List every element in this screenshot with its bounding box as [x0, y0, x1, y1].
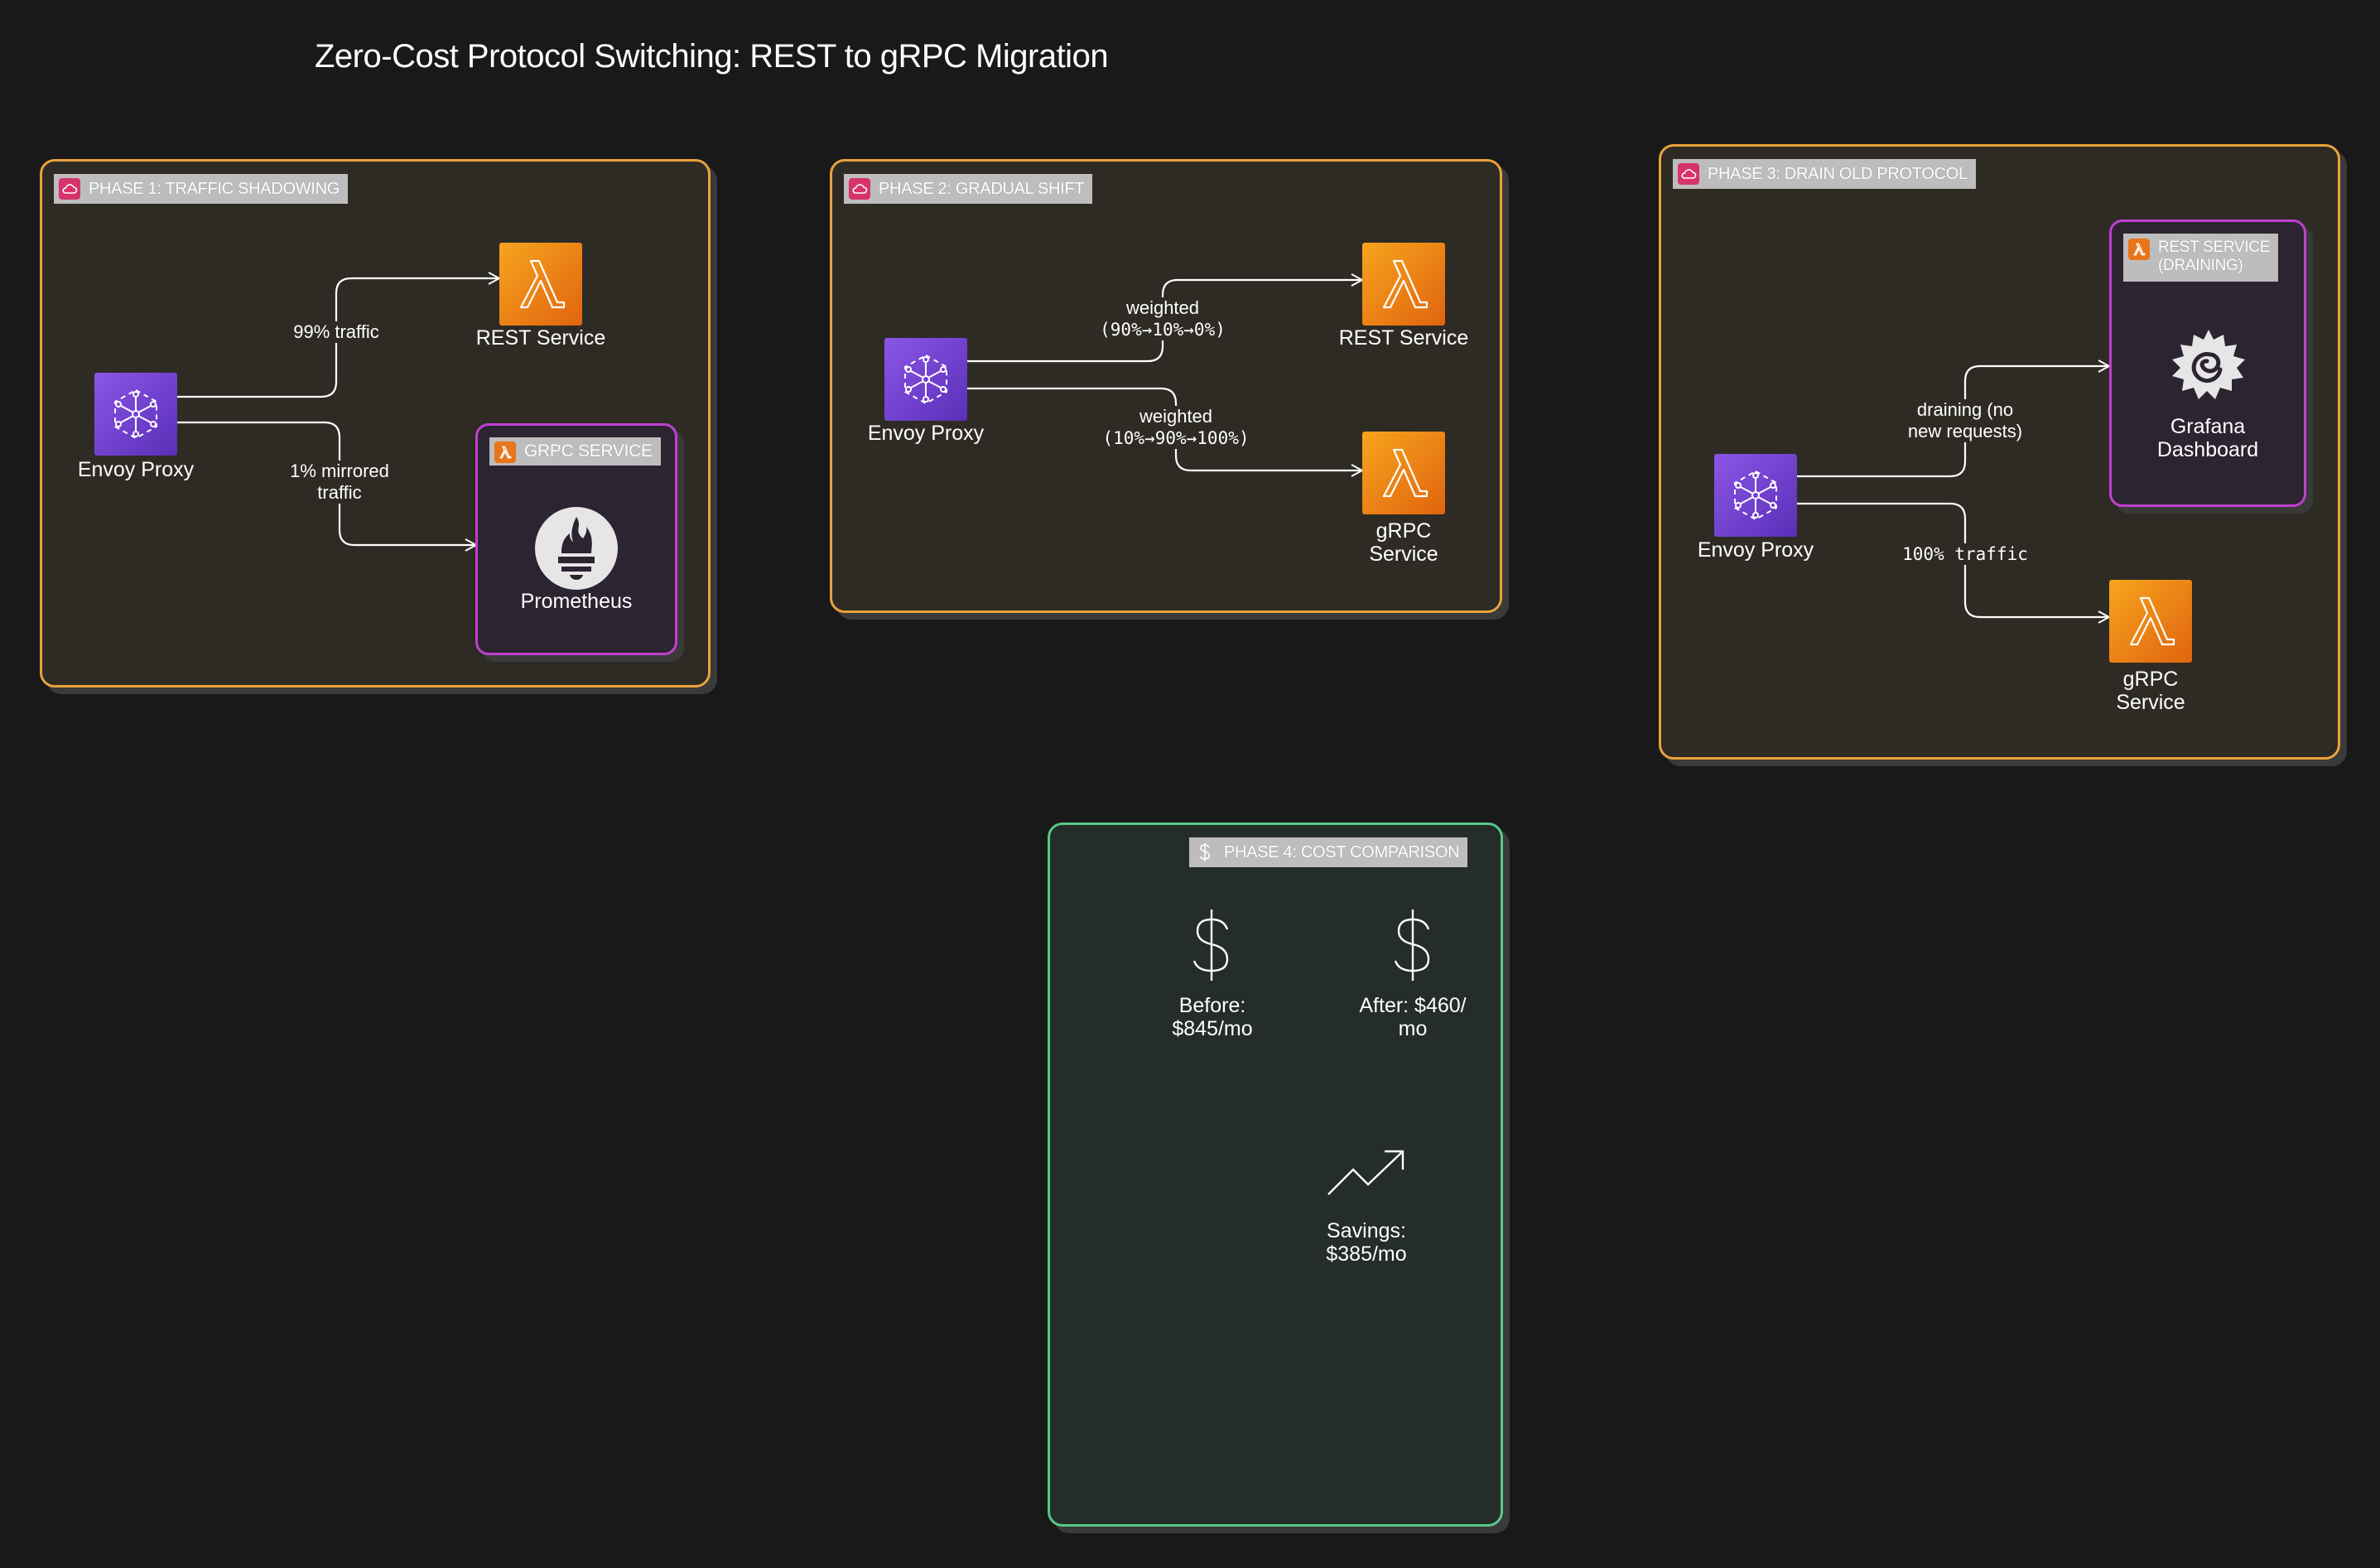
lambda-icon: [1382, 259, 1428, 309]
rest-draining-group-label-line2: (DRAINING): [2158, 257, 2243, 274]
rest-service-node-p2[interactable]: [1362, 243, 1445, 326]
before-cost-label: Before: $845/mo: [1172, 994, 1252, 1040]
envoy-proxy-node-p2[interactable]: [884, 338, 967, 421]
savings-label-line1: Savings:: [1327, 1219, 1406, 1242]
envoy-proxy-label-p3: Envoy Proxy: [1697, 538, 1814, 562]
edge-label-p1-grpc: 1% mirrored traffic: [287, 461, 393, 504]
lambda-icon: [2129, 596, 2175, 646]
phase-2-tag-label: PHASE 2: GRADUAL SHIFT: [879, 180, 1085, 198]
edge-label-p2-rest-line1: weighted: [1125, 297, 1200, 318]
grpc-service-group-label: GRPC SERVICE: [524, 441, 653, 461]
lambda-icon: [2128, 239, 2150, 260]
grpc-service-group-tag: GRPC SERVICE: [489, 437, 661, 466]
envoy-proxy-icon: [114, 388, 157, 440]
rest-service-label-p2: REST Service: [1338, 326, 1469, 350]
envoy-proxy-node-p1[interactable]: [94, 373, 177, 456]
grpc-service-node-p2[interactable]: [1362, 432, 1445, 514]
edge-label-p3-drain: draining (no new requests): [1904, 399, 2026, 442]
edge-label-p3-drain-line2: new requests): [1907, 421, 2023, 441]
grpc-service-label-p2: gRPC Service: [1369, 519, 1438, 566]
envoy-proxy-icon: [904, 354, 947, 405]
before-cost-label-line2: $845/mo: [1172, 1017, 1253, 1040]
dollar-icon: [1394, 909, 1430, 981]
grpc-service-label-p3: gRPC Service: [2116, 668, 2185, 714]
edge-label-p1-rest: 99% traffic: [290, 321, 383, 343]
savings-label-line2: $385/mo: [1326, 1242, 1407, 1266]
edge-label-p2-grpc-line1: weighted: [1139, 406, 1213, 427]
cloud-icon: [849, 178, 870, 200]
edge-label-p2-rest-line2: (90%→10%→0%): [1100, 320, 1226, 340]
phase-3-tag: PHASE 3: DRAIN OLD PROTOCOL: [1673, 159, 1976, 189]
phase-4-tag-label: PHASE 4: COST COMPARISON: [1224, 843, 1460, 861]
grpc-service-label-p2-line1: gRPC: [1375, 519, 1432, 543]
before-cost-label-line1: Before:: [1178, 994, 1246, 1017]
grafana-label-line2: Dashboard: [2156, 438, 2259, 461]
phase-4-container: PHASE 4: COST COMPARISON: [1048, 823, 1503, 1527]
rest-draining-group-tag: REST SERVICE (DRAINING): [2123, 234, 2279, 282]
prometheus-icon: [535, 507, 618, 590]
trending-up-icon: [1327, 1150, 1404, 1195]
rest-service-label-p1: REST Service: [475, 326, 606, 350]
lambda-icon: [1382, 448, 1428, 498]
lambda-icon: [519, 259, 566, 309]
phase-3-tag-label: PHASE 3: DRAIN OLD PROTOCOL: [1708, 165, 1968, 183]
edge-label-p2-grpc-line2: (10%→90%→100%): [1102, 428, 1250, 448]
before-cost-node: [1181, 908, 1242, 982]
lambda-icon: [494, 441, 516, 463]
dollar-icon: [1194, 842, 1216, 863]
prometheus-node[interactable]: [533, 505, 619, 591]
phase-1-tag: PHASE 1: TRAFFIC SHADOWING: [54, 174, 348, 204]
edge-label-p1-grpc-line2: traffic: [317, 482, 362, 503]
edge-label-p2-rest: weighted (90%→10%→0%): [1096, 297, 1229, 340]
grafana-label: Grafana Dashboard: [2157, 415, 2258, 461]
after-cost-label-line2: mo: [1398, 1017, 1428, 1040]
rest-draining-group-label-line1: REST SERVICE: [2158, 239, 2271, 256]
grafana-label-line1: Grafana: [2170, 415, 2246, 438]
dollar-icon: [1192, 909, 1229, 981]
savings-node: [1325, 1146, 1408, 1198]
edge-label-p2-grpc: weighted (10%→90%→100%): [1099, 406, 1253, 449]
edge-label-p1-grpc-line1: 1% mirrored: [290, 461, 389, 481]
grpc-service-label-p3-line1: gRPC: [2122, 668, 2179, 691]
after-cost-label: After: $460/ mo: [1359, 994, 1466, 1040]
phase-4-tag: PHASE 4: COST COMPARISON: [1189, 837, 1468, 867]
grpc-service-node-p3[interactable]: [2109, 580, 2192, 663]
grafana-node[interactable]: [2166, 325, 2252, 411]
diagram-title: Zero-Cost Protocol Switching: REST to gR…: [315, 38, 1109, 75]
envoy-proxy-node-p3[interactable]: [1714, 454, 1797, 537]
prometheus-label: Prometheus: [520, 590, 633, 613]
grafana-icon: [2172, 330, 2245, 399]
savings-label: Savings: $385/mo: [1326, 1219, 1406, 1266]
cloud-icon: [59, 178, 80, 200]
envoy-proxy-icon: [1734, 470, 1777, 521]
grpc-service-label-p3-line2: Service: [2116, 691, 2185, 714]
after-cost-label-line1: After: $460/: [1359, 994, 1467, 1017]
cloud-icon: [1678, 163, 1699, 185]
phase-1-tag-label: PHASE 1: TRAFFIC SHADOWING: [89, 180, 340, 198]
envoy-proxy-label-p1: Envoy Proxy: [77, 458, 195, 481]
after-cost-node: [1382, 908, 1443, 982]
phase-2-tag: PHASE 2: GRADUAL SHIFT: [844, 174, 1093, 204]
rest-service-node-p1[interactable]: [499, 243, 582, 326]
grpc-service-label-p2-line2: Service: [1369, 543, 1438, 566]
edge-label-p3-drain-line1: draining (no: [1916, 399, 2014, 420]
envoy-proxy-label-p2: Envoy Proxy: [867, 422, 985, 445]
edge-label-p3-grpc: 100% traffic: [1899, 543, 2031, 565]
